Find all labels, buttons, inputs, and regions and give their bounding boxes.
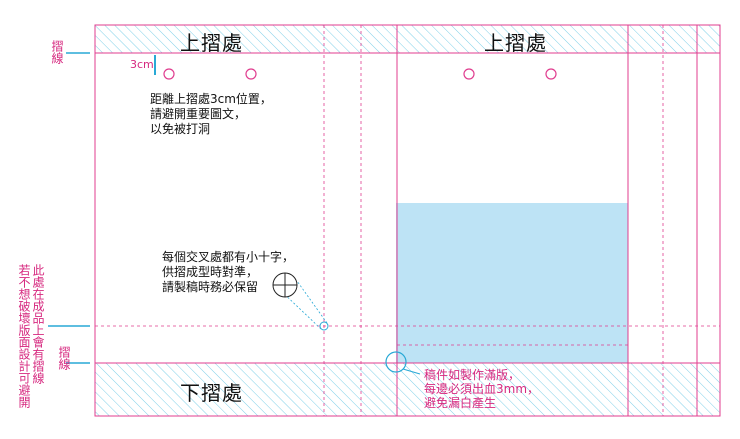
side-note-column-2: 若不想破壞版面設計可避開 [17, 264, 31, 408]
punch-hole [463, 68, 475, 80]
punch-hole [245, 68, 257, 80]
bottom-fold-band [95, 363, 720, 416]
hole-note: 距離上摺處3cm位置， 請避開重要圖文， 以免被打洞 [150, 92, 272, 136]
outer-frame [94, 24, 721, 417]
bleed-note: 稿件如製作滿版， 每邊必須出血3mm， 避免漏白產生 [424, 368, 540, 410]
callout-line [296, 280, 328, 324]
bottom-fold-title: 下摺處 [180, 381, 243, 405]
top-fold-band [95, 25, 720, 53]
bleed-callout-circle [385, 351, 407, 373]
cross-mark-target [319, 321, 329, 331]
dimension-label: 3cm [130, 58, 154, 71]
artwork-area [396, 203, 628, 363]
top-fold-title-right: 上摺處 [484, 31, 547, 55]
top-fold-title-left: 上摺處 [180, 31, 243, 55]
fold-line-label-top: 摺線 [50, 40, 64, 64]
side-note-column-1: 此處在成品上會有摺線 [31, 264, 45, 384]
cross-note: 每個交叉處都有小十字， 供摺成型時對準， 請製稿時務必保留 [162, 250, 295, 294]
bleed-callout-line [402, 368, 421, 375]
fold-line-label-bottom: 摺線 [57, 346, 71, 370]
punch-hole [163, 68, 175, 80]
punch-hole [545, 68, 557, 80]
